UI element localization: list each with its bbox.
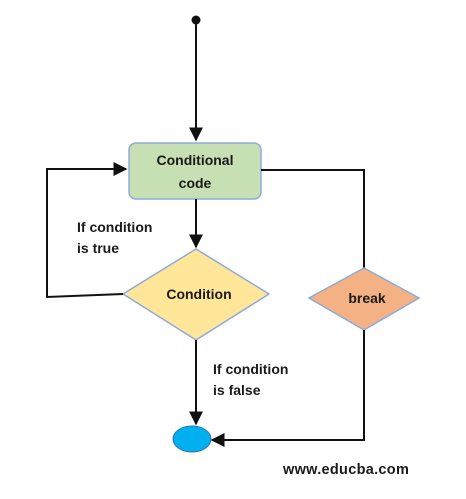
watermark-url: www.educba.com (283, 462, 410, 478)
false-branch-label-line2: is false (213, 382, 261, 398)
conditional-code-label: Conditional code (129, 144, 261, 200)
edge-break-to-end (210, 330, 365, 447)
true-branch-label-line2: is true (77, 240, 120, 256)
end-node (172, 425, 212, 453)
false-branch-label-line1: If condition (213, 361, 289, 377)
edge-code-to-break (261, 169, 365, 268)
condition-label: Condition (166, 286, 232, 302)
conditional-code-label-line2: code (178, 175, 212, 191)
true-branch-label: If condition is true (77, 217, 152, 259)
false-branch-label: If condition is false (213, 359, 288, 401)
true-branch-label-line1: If condition (77, 219, 153, 235)
break-label: break (348, 290, 386, 306)
edge-condition-loop-back (46, 162, 128, 299)
start-dot (191, 15, 201, 25)
conditional-code-label-line1: Conditional (156, 152, 234, 168)
